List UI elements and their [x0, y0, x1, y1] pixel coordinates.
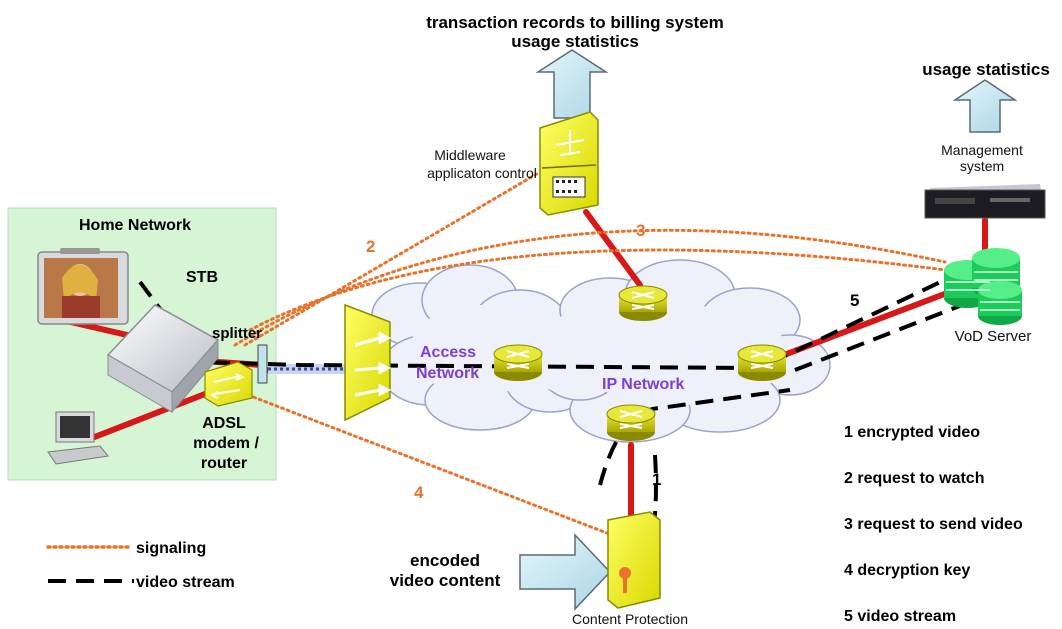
- splitter-label: splitter: [212, 325, 262, 342]
- path-label-1: 1: [652, 470, 661, 489]
- router-icon-access: [493, 344, 543, 381]
- access-network-label-line2: Network: [416, 365, 479, 382]
- path-label-4: 4: [414, 483, 424, 502]
- step-1: 1 encrypted video: [844, 424, 980, 441]
- content-protection-label: Content Protection: [572, 611, 688, 627]
- billing-up-arrow: [535, 49, 609, 119]
- middleware-label-line2: applicaton control: [427, 165, 537, 181]
- adsl-label-line1: ADSL: [202, 415, 246, 432]
- step-5: 5 video stream: [844, 608, 956, 625]
- path-label-2: 2: [366, 237, 375, 256]
- access-node-icon: [344, 303, 392, 422]
- signaling-lines: [233, 170, 947, 537]
- step-2: 2 request to watch: [844, 470, 984, 487]
- middleware-label-line1: Middleware: [434, 147, 506, 163]
- step-3: 3 request to send video: [844, 516, 1023, 533]
- step-4: 4 decryption key: [844, 562, 970, 579]
- encoded-video-arrow: [519, 533, 612, 611]
- access-network-label-line1: Access: [420, 344, 476, 361]
- adsl-label-line3: router: [201, 455, 247, 472]
- home-network-title: Home Network: [79, 217, 191, 234]
- management-label-line2: system: [960, 158, 1004, 174]
- legend-signaling-label: signaling: [136, 540, 206, 557]
- stb-icon: [106, 304, 220, 414]
- hatched-segment: [268, 364, 348, 374]
- top-title-line2: usage statistics: [511, 32, 639, 51]
- legend-video-label: video stream: [136, 574, 235, 591]
- path-label-5: 5: [850, 291, 859, 310]
- middleware-server: [539, 111, 599, 216]
- adsl-label-line2: modem /: [193, 435, 259, 452]
- management-label-line1: Management: [941, 142, 1023, 158]
- stb-label: STB: [186, 269, 218, 286]
- path-label-3: 3: [636, 221, 645, 240]
- router-icon-right: [737, 344, 787, 381]
- router-icon-bottom: [606, 404, 656, 441]
- management-server: [924, 184, 1046, 219]
- encoded-video-label-line2: video content: [390, 571, 501, 590]
- content-protection-icon: [607, 511, 661, 609]
- adsl-modem-icon: [204, 361, 253, 407]
- usage-up-arrow: [952, 79, 1018, 133]
- vod-server-icon: [944, 248, 1022, 325]
- ip-network-label: IP Network: [602, 376, 685, 393]
- router-icon-top: [618, 285, 668, 321]
- top-title-line1: transaction records to billing system: [426, 13, 724, 32]
- encoded-video-label-line1: encoded: [410, 551, 480, 570]
- usage-statistics-label: usage statistics: [922, 60, 1050, 79]
- tv-icon: [37, 248, 129, 325]
- pc-icon: [47, 411, 109, 465]
- splitter-icon: [257, 344, 268, 384]
- vod-server-label: VoD Server: [955, 328, 1032, 345]
